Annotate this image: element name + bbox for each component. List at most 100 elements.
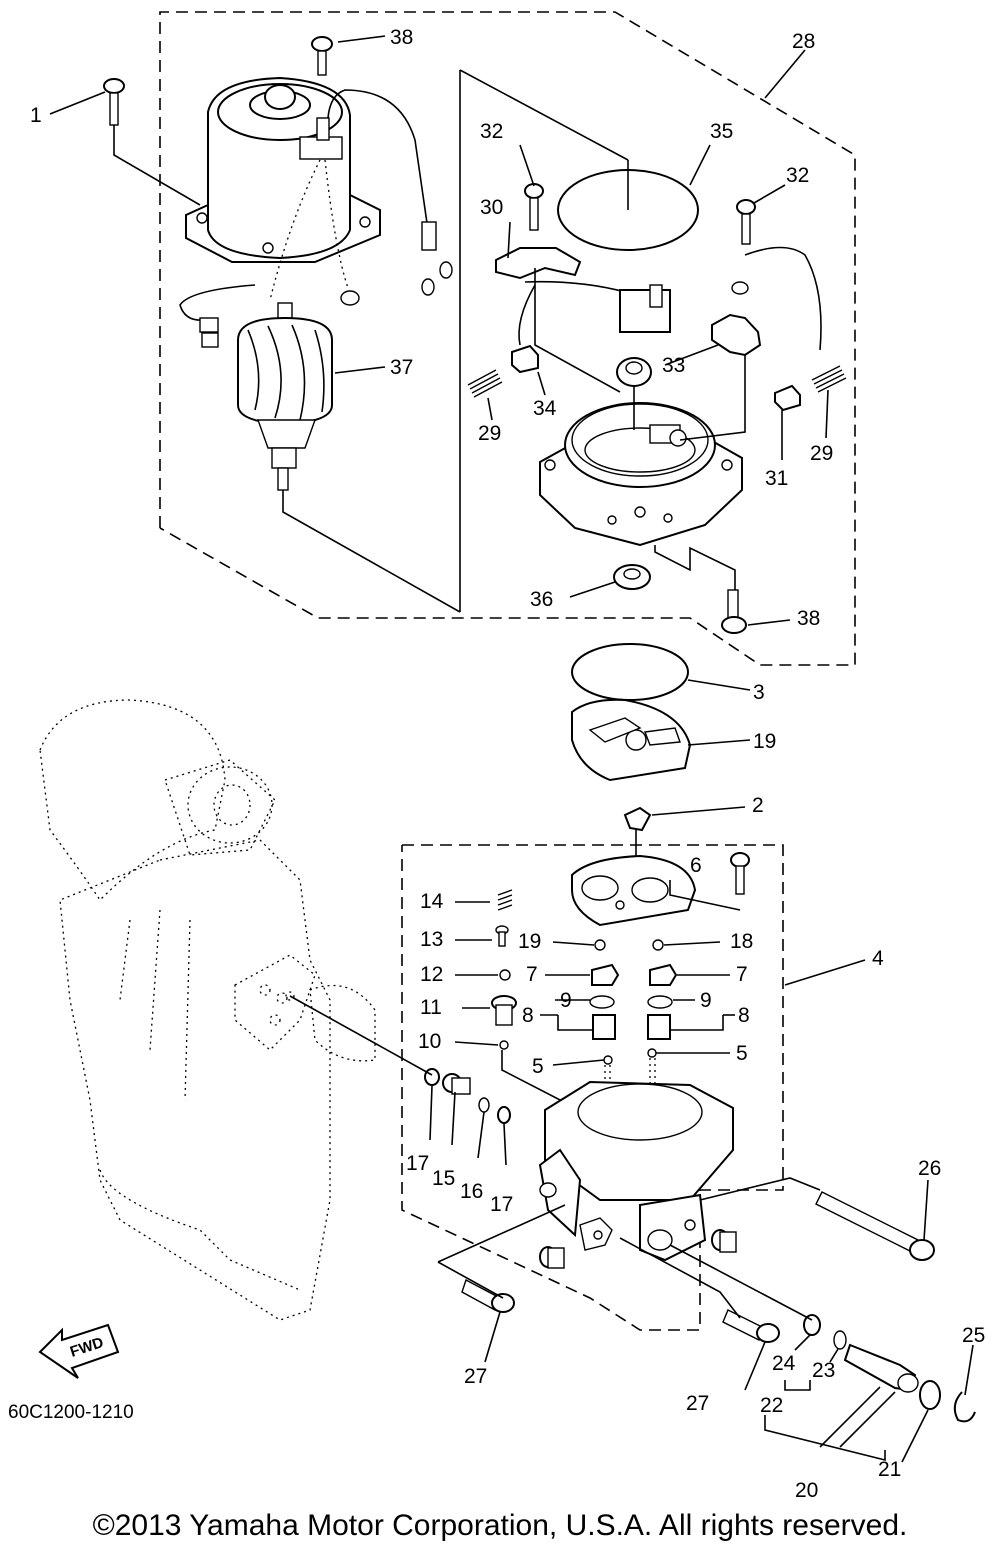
callout-17-right: 17 — [490, 1193, 513, 1216]
washer-17-right — [497, 1106, 511, 1124]
callout-17-left: 17 — [406, 1152, 429, 1175]
callout-32-right: 32 — [786, 164, 809, 187]
callout-7-right: 7 — [736, 963, 748, 986]
callout-33: 33 — [662, 354, 685, 377]
callout-25: 25 — [962, 1324, 985, 1347]
o-ring-3 — [571, 643, 689, 701]
gear-plate — [571, 698, 692, 782]
callout-1: 1 — [30, 104, 42, 127]
callout-31: 31 — [765, 467, 788, 490]
valve-assembly-outline — [401, 844, 784, 1331]
callout-23: 23 — [812, 1359, 835, 1382]
circlip-25 — [953, 1391, 976, 1423]
callout-22: 22 — [760, 1394, 783, 1417]
callout-6: 6 — [690, 854, 702, 877]
callout-19-valve: 19 — [518, 930, 541, 953]
piston-8-right — [647, 1014, 671, 1040]
o-ring-9-left — [589, 995, 615, 1009]
screw-38-top — [311, 36, 333, 76]
callout-29-right: 29 — [810, 442, 833, 465]
callout-21: 21 — [878, 1458, 901, 1481]
brush-31 — [774, 384, 801, 412]
drawing-code: 60C1200-1210 — [8, 1402, 134, 1423]
piston-8-left — [592, 1014, 616, 1040]
callout-2: 2 — [752, 794, 764, 817]
spring-14 — [497, 889, 513, 911]
manual-valve-20 — [843, 1343, 919, 1393]
o-ring-23 — [833, 1330, 847, 1350]
callout-35: 35 — [710, 120, 733, 143]
pump-plate — [571, 854, 697, 927]
callout-9-right: 9 — [700, 989, 712, 1012]
callout-18: 18 — [730, 930, 753, 953]
callout-12: 12 — [420, 963, 443, 986]
screw-1 — [103, 78, 125, 126]
bolt-38-bottom — [721, 589, 747, 634]
spring-left — [467, 369, 503, 398]
callout-7-left: 7 — [526, 963, 538, 986]
ball-12 — [499, 969, 511, 981]
o-ring-9-right — [647, 995, 673, 1009]
callout-34: 34 — [533, 397, 557, 420]
outboard-motor-outline — [39, 699, 376, 1321]
callout-19-top: 19 — [753, 730, 776, 753]
callout-11: 11 — [420, 996, 442, 1019]
ball-10 — [499, 1040, 509, 1050]
callout-15: 15 — [432, 1167, 455, 1190]
valve-7-left — [591, 963, 620, 986]
callout-8-right: 8 — [738, 1004, 750, 1027]
callout-8-left: 8 — [522, 1004, 534, 1027]
callout-10: 10 — [418, 1030, 441, 1053]
callout-20: 20 — [795, 1479, 818, 1502]
valve-seat-11 — [491, 995, 517, 1026]
callout-5-left: 5 — [532, 1055, 544, 1078]
callout-24: 24 — [772, 1352, 796, 1375]
callout-32-left: 32 — [480, 120, 503, 143]
spring-right — [811, 365, 847, 393]
bolt-27-left — [461, 1278, 515, 1313]
armature — [237, 302, 461, 613]
end-cover — [539, 402, 743, 547]
callout-5-right: 5 — [736, 1042, 748, 1065]
pump-housing — [538, 1080, 734, 1262]
callout-13: 13 — [420, 928, 443, 951]
ball-19 — [594, 939, 606, 951]
o-ring-16 — [478, 1097, 490, 1113]
screw-32-left — [524, 183, 544, 231]
callout-37: 37 — [390, 356, 413, 379]
valve-13 — [495, 925, 509, 947]
pin-2 — [623, 806, 652, 832]
fwd-arrow-icon: FWD — [38, 1323, 120, 1379]
brush-34 — [511, 344, 539, 374]
bushing-right — [711, 1229, 737, 1253]
screw-32-right — [736, 199, 756, 245]
callout-14: 14 — [420, 890, 444, 913]
motor-yoke — [185, 76, 453, 296]
callout-labels: 1 38 28 32 35 32 30 37 33 34 29 29 31 36… — [30, 26, 985, 1502]
callout-38-bottom: 38 — [797, 607, 820, 630]
callout-26: 26 — [918, 1157, 941, 1180]
terminal-block — [619, 289, 671, 333]
brush-holder-right — [711, 313, 762, 357]
callout-16: 16 — [460, 1180, 483, 1203]
valve-7-right — [649, 963, 678, 986]
callout-27-right: 27 — [686, 1392, 709, 1415]
bolt-6 — [730, 852, 750, 895]
callout-27-left: 27 — [464, 1365, 487, 1388]
callout-4: 4 — [872, 947, 884, 970]
callout-30: 30 — [480, 196, 503, 219]
washer-24 — [803, 1314, 821, 1336]
bushing-left — [539, 1246, 565, 1269]
callout-36: 36 — [530, 588, 553, 611]
motor-assembly-outline — [159, 11, 856, 666]
ball-18 — [652, 939, 664, 951]
callout-29-left: 29 — [478, 422, 501, 445]
leader-lines — [49, 35, 974, 1463]
callout-28: 28 — [792, 30, 815, 53]
callout-9-left: 9 — [560, 989, 572, 1012]
bolt-26 — [815, 1191, 935, 1261]
plug-15 — [442, 1073, 471, 1095]
bolt-27-right — [722, 1309, 780, 1343]
